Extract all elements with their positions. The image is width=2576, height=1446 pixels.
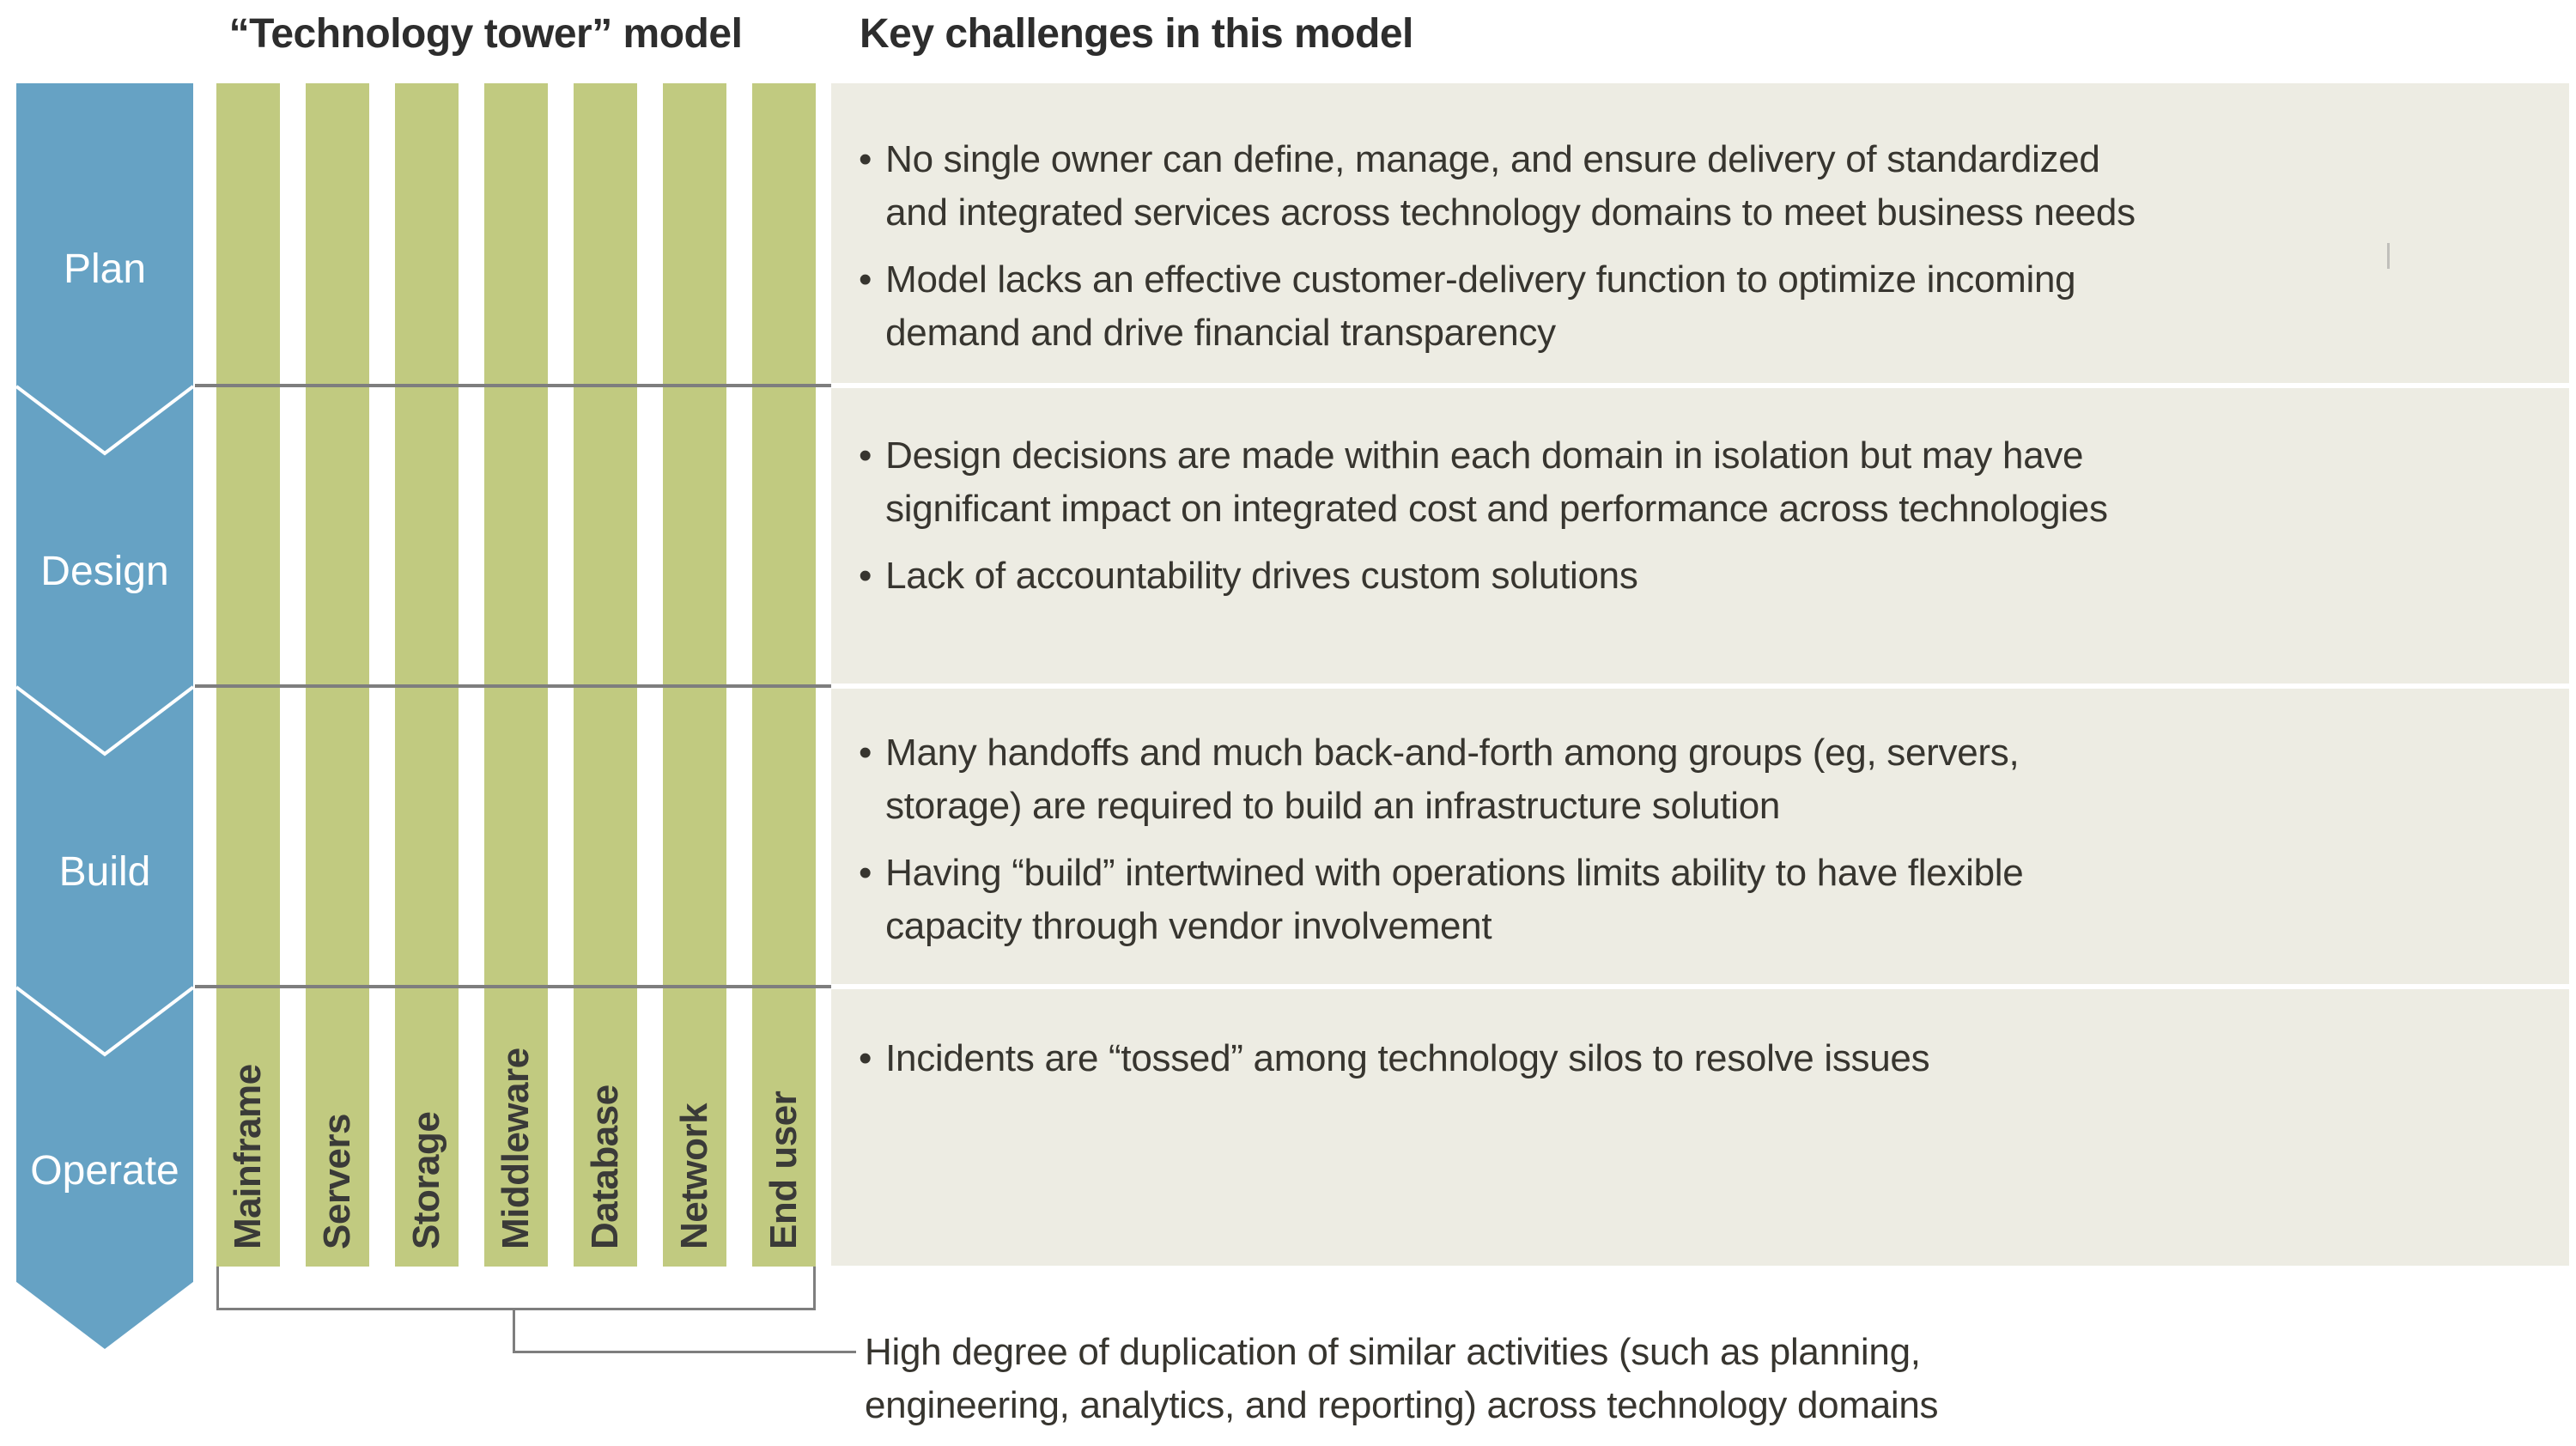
stage-label-build: Build [58,849,151,895]
bullet-text: Lack of accountability drives custom sol… [885,555,1638,597]
bullet-item: • No single owner can define, manage, an… [859,133,2526,240]
tower-bar-network: Network [663,83,726,1267]
stray-mark [2387,243,2390,269]
bullet-item: • Lack of accountability drives custom s… [859,550,2526,603]
section-divider-line [195,384,831,387]
bullet-item: • Design decisions are made within each … [859,429,2526,536]
tower-label: Storage [405,1111,447,1249]
bullet-dot-icon: • [859,732,872,774]
left-column-header: “Technology tower” model [228,11,743,57]
bullet-text: Having “build” intertwined with operatio… [885,852,2024,947]
tower-bar-storage: Storage [395,83,459,1267]
right-column-header: Key challenges in this model [860,11,1413,57]
bullet-text: Incidents are “tossed” among technology … [885,1037,1930,1079]
tower-label: Mainframe [227,1064,269,1249]
tower-label: Middleware [495,1048,537,1249]
tower-bar-end-user: End user [752,83,816,1267]
bullet-item: • Model lacks an effective customer-deli… [859,253,2526,360]
towers-grouping-bracket [216,1267,816,1310]
lifecycle-chevron: Plan Design Build Operate [16,83,193,1349]
duplication-footnote: High degree of duplication of similar ac… [865,1331,1939,1426]
bullet-dot-icon: • [859,555,872,597]
tower-label: End user [762,1091,805,1249]
section-divider-line [195,985,831,988]
bullet-text: Many handoffs and much back-and-forth am… [885,732,2020,827]
tower-label: Servers [316,1114,358,1249]
tower-bar-servers: Servers [306,83,369,1267]
tower-bar-middleware: Middleware [484,83,548,1267]
section-divider-line [195,684,831,688]
bullet-item: • Having “build” intertwined with operat… [859,847,2526,953]
bullet-text: Model lacks an effective customer-delive… [885,258,2076,354]
bullet-text: Design decisions are made within each do… [885,434,2108,530]
tower-bar-database: Database [574,83,637,1267]
bullet-dot-icon: • [859,258,872,301]
bullet-dot-icon: • [859,1037,872,1079]
bracket-connector-vertical [513,1309,515,1353]
tower-label: Network [673,1103,715,1249]
stage-label-operate: Operate [30,1148,179,1194]
bullet-dot-icon: • [859,852,872,894]
bullet-item: • Many handoffs and much back-and-forth … [859,726,2526,833]
bullet-text: No single owner can define, manage, and … [885,138,2136,234]
bracket-connector-horizontal [513,1351,856,1353]
challenges-panel-operate: • Incidents are “tossed” among technolog… [831,989,2569,1266]
stage-label-design: Design [40,549,169,594]
challenges-panel-plan: • No single owner can define, manage, an… [831,83,2569,383]
challenges-panel-build: • Many handoffs and much back-and-forth … [831,689,2569,984]
chevron-notch-icon [16,385,193,1057]
bullet-dot-icon: • [859,434,872,477]
bullet-dot-icon: • [859,138,872,180]
stage-label-plan: Plan [63,246,147,292]
bullet-item: • Incidents are “tossed” among technolog… [859,1032,2526,1085]
tower-bar-mainframe: Mainframe [216,83,280,1267]
challenges-panel-design: • Design decisions are made within each … [831,388,2569,684]
tower-label: Database [584,1084,626,1249]
